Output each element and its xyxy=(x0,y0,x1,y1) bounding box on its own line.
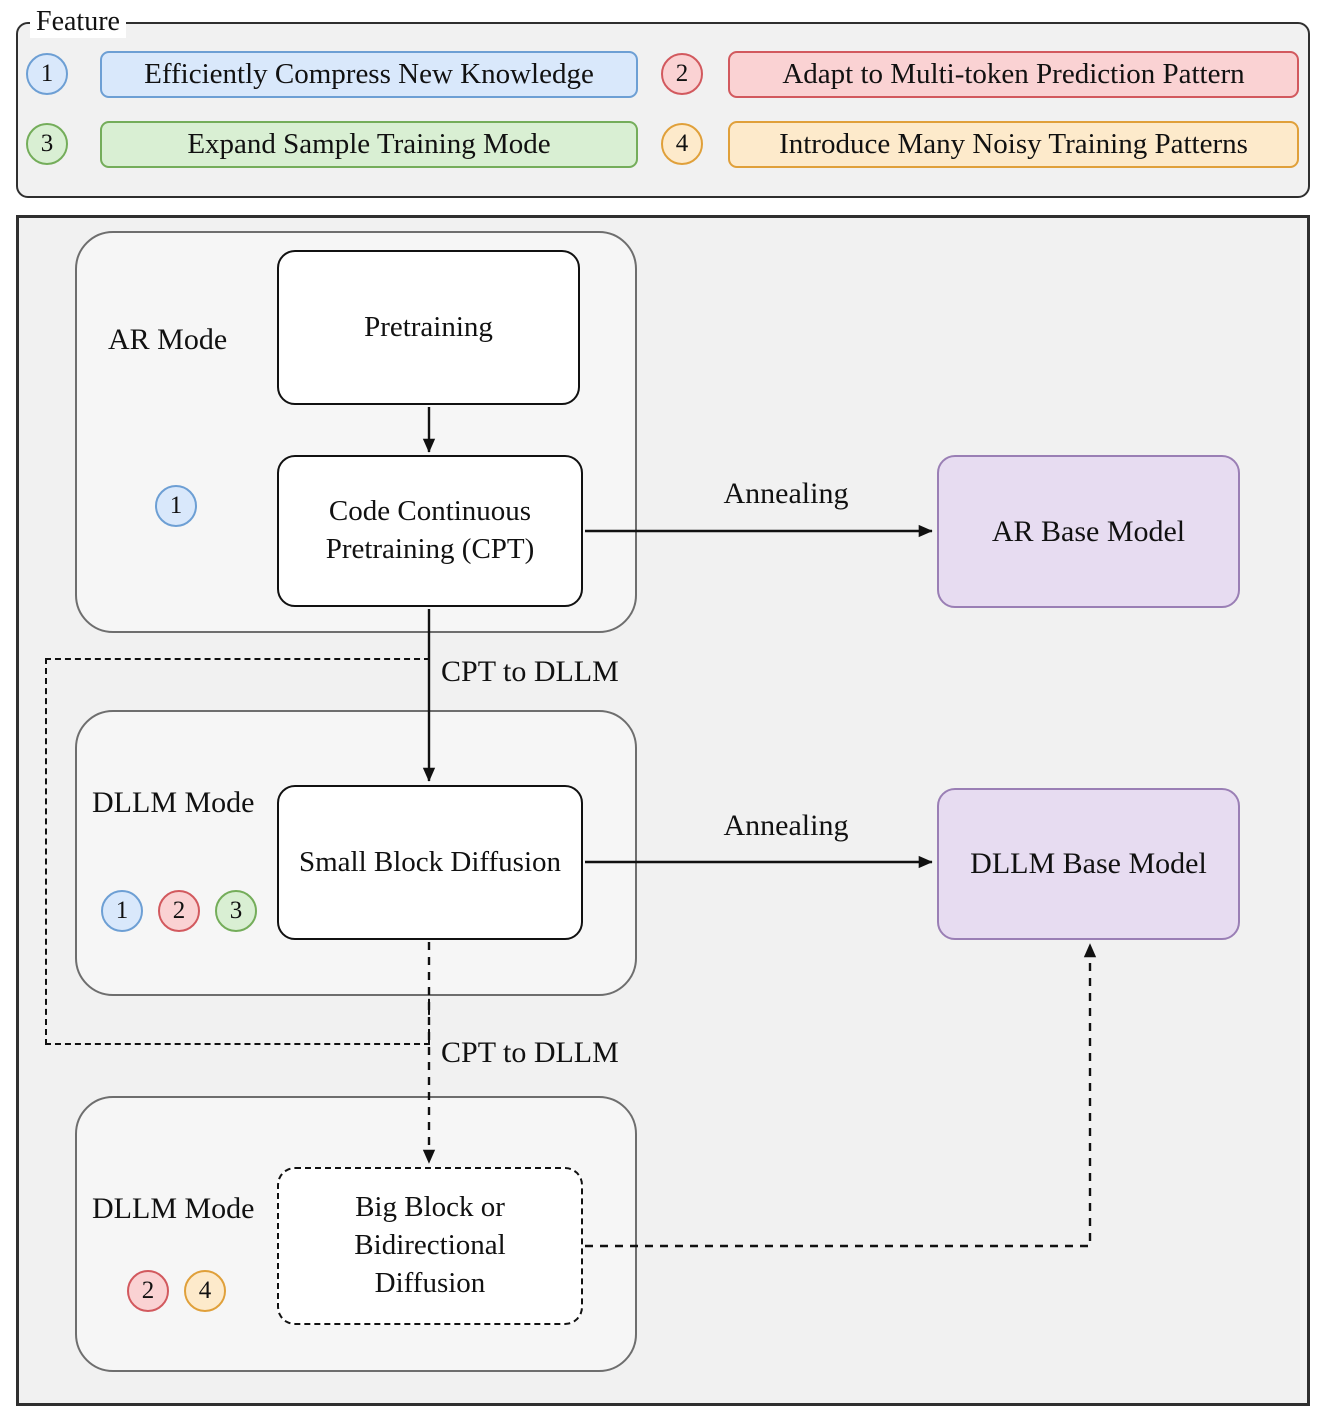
feature-2-pill: Adapt to Multi-token Prediction Pattern xyxy=(728,51,1299,98)
group-dllm-mode-2-label: DLLM Mode xyxy=(92,1192,255,1225)
node-pretraining-label: Pretraining xyxy=(364,310,493,343)
feature-2-circle: 2 xyxy=(661,53,703,95)
group-ar-mode-label: AR Mode xyxy=(108,323,228,356)
legend-box xyxy=(16,22,1310,198)
badge-number: 2 xyxy=(141,1277,155,1304)
edge-label-annealing-dllm: Annealing xyxy=(723,809,849,842)
feature-3-circle: 3 xyxy=(26,123,68,165)
feature-2-label: Adapt to Multi-token Prediction Pattern xyxy=(782,58,1245,90)
legend-title: Feature xyxy=(30,6,126,38)
feature-1-label: Efficiently Compress New Knowledge xyxy=(144,58,594,90)
edge-label-cpt-to-dllm-2: CPT to DLLM xyxy=(441,1036,619,1069)
feature-4-label: Introduce Many Noisy Training Patterns xyxy=(779,128,1248,160)
feature-1-circle: 1 xyxy=(26,53,68,95)
node-ar-base-model: AR Base Model xyxy=(937,455,1240,608)
feature-3-label: Expand Sample Training Mode xyxy=(187,128,551,160)
badge-dllm1-feature-2: 2 xyxy=(158,890,200,932)
badge-dllm1-feature-1: 1 xyxy=(101,890,143,932)
node-dllm-base-model: DLLM Base Model xyxy=(937,788,1240,940)
edge-label-annealing-ar: Annealing xyxy=(723,477,849,510)
badge-dllm1-feature-3: 3 xyxy=(215,890,257,932)
badge-number: 4 xyxy=(198,1277,212,1304)
badge-dllm2-feature-2: 2 xyxy=(127,1270,169,1312)
node-small-block-label: Small Block Diffusion xyxy=(298,845,562,878)
node-dllm-base-label: DLLM Base Model xyxy=(970,847,1207,880)
feature-3-number: 3 xyxy=(40,130,54,157)
feature-1-number: 1 xyxy=(40,60,54,87)
feature-3-pill: Expand Sample Training Mode xyxy=(100,121,638,168)
badge-number: 1 xyxy=(169,492,183,519)
node-pretraining: Pretraining xyxy=(277,250,580,405)
node-small-block-diffusion: Small Block Diffusion xyxy=(277,785,583,940)
badge-ar-feature-1: 1 xyxy=(155,485,197,527)
node-code-continuous-pretraining: Code Continuous Pretraining (CPT) xyxy=(277,455,583,607)
edge-label-cpt-to-dllm-1: CPT to DLLM xyxy=(441,655,619,688)
node-ar-base-label: AR Base Model xyxy=(991,514,1186,548)
feature-2-number: 2 xyxy=(675,60,689,87)
badge-number: 2 xyxy=(172,897,186,924)
feature-4-pill: Introduce Many Noisy Training Patterns xyxy=(728,121,1299,168)
node-big-block-label: Big Block or Bidirectional Diffusion xyxy=(354,1191,506,1299)
node-big-block-diffusion: Big Block or Bidirectional Diffusion xyxy=(277,1167,583,1325)
badge-number: 1 xyxy=(115,897,129,924)
badge-number: 3 xyxy=(229,897,243,924)
feature-1-pill: Efficiently Compress New Knowledge xyxy=(100,51,638,98)
badge-dllm2-feature-4: 4 xyxy=(184,1270,226,1312)
node-cpt-label: Code Continuous Pretraining (CPT) xyxy=(325,495,535,565)
group-dllm-mode-1-label: DLLM Mode xyxy=(92,786,255,819)
feature-4-number: 4 xyxy=(675,130,689,157)
feature-4-circle: 4 xyxy=(661,123,703,165)
